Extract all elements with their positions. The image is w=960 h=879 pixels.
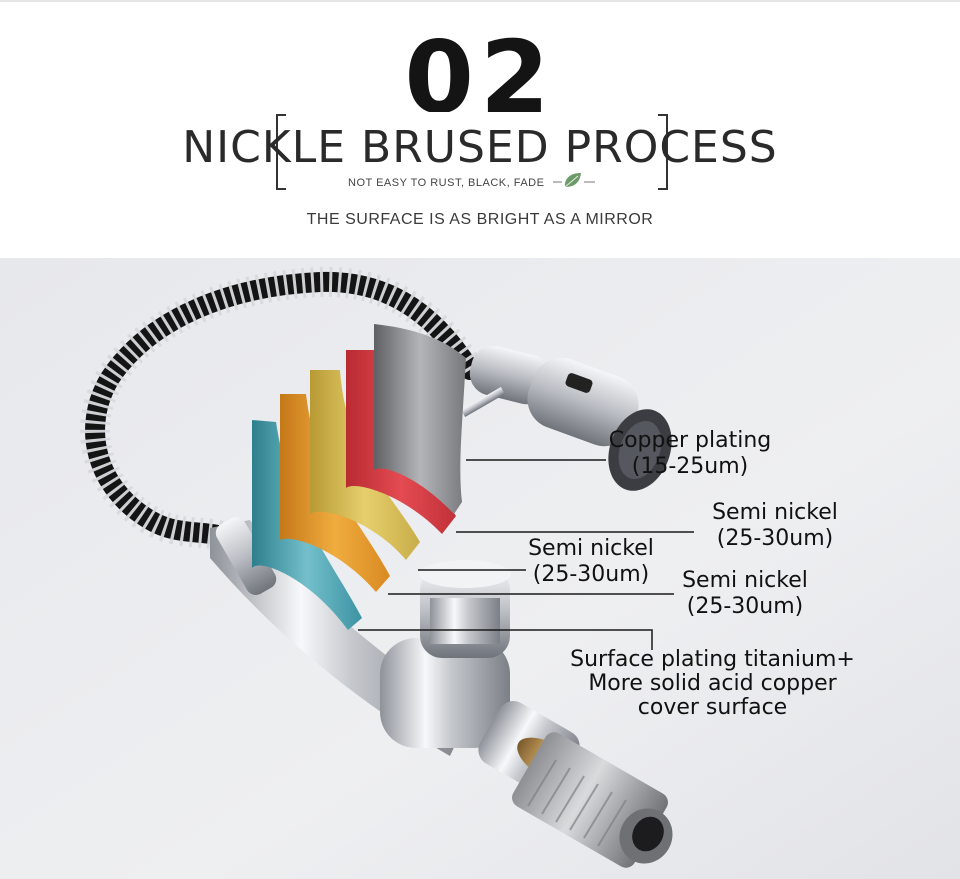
- page-title: NICKLE BRUSED PROCESS: [182, 122, 778, 173]
- section-number: 02: [404, 19, 556, 136]
- plating-layers: [252, 324, 466, 630]
- subtitle: NOT EASY TO RUST, BLACK, FADE: [348, 177, 545, 189]
- product-illustration: Copper plating (15-25um) Semi nickel (25…: [0, 258, 960, 879]
- top-divider: [0, 0, 960, 2]
- callout-label: Copper plating: [608, 428, 772, 453]
- faucet-body: [210, 517, 673, 868]
- callout-thickness: (25-30um): [716, 526, 834, 551]
- left-bracket: [276, 114, 286, 190]
- header-section: 02 NICKLE BRUSED PROCESS NOT EASY TO RUS…: [0, 0, 960, 258]
- callout-thickness: (15-25um): [631, 454, 749, 479]
- callout-label: Semi nickel: [712, 500, 838, 525]
- callout-semi-nickel-2: Semi nickel (25-30um): [506, 536, 676, 588]
- number-crop-mask: [360, 112, 600, 148]
- faucet-image: [0, 258, 960, 879]
- spray-head: [461, 345, 672, 491]
- callout-copper-plating: Copper plating (15-25um): [590, 428, 790, 480]
- callout-semi-nickel-1: Semi nickel (25-30um): [690, 500, 860, 552]
- spring-hose: [80, 266, 483, 554]
- callout-line: Surface plating titanium+: [570, 647, 855, 672]
- leaf-icon: [553, 173, 595, 188]
- callout-label: Semi nickel: [528, 536, 654, 561]
- callout-thickness: (25-30um): [532, 562, 650, 587]
- callout-label: Semi nickel: [682, 568, 808, 593]
- right-bracket: [658, 114, 668, 190]
- callout-line: More solid acid copper: [588, 671, 837, 696]
- callout-leaders: [358, 459, 694, 650]
- callout-line: cover surface: [637, 695, 788, 720]
- callout-semi-nickel-3: Semi nickel (25-30um): [660, 568, 830, 620]
- callout-surface-plating: Surface plating titanium+ More solid aci…: [540, 648, 885, 720]
- callout-thickness: (25-30um): [686, 594, 804, 619]
- tagline: THE SURFACE IS AS BRIGHT AS A MIRROR: [306, 211, 654, 228]
